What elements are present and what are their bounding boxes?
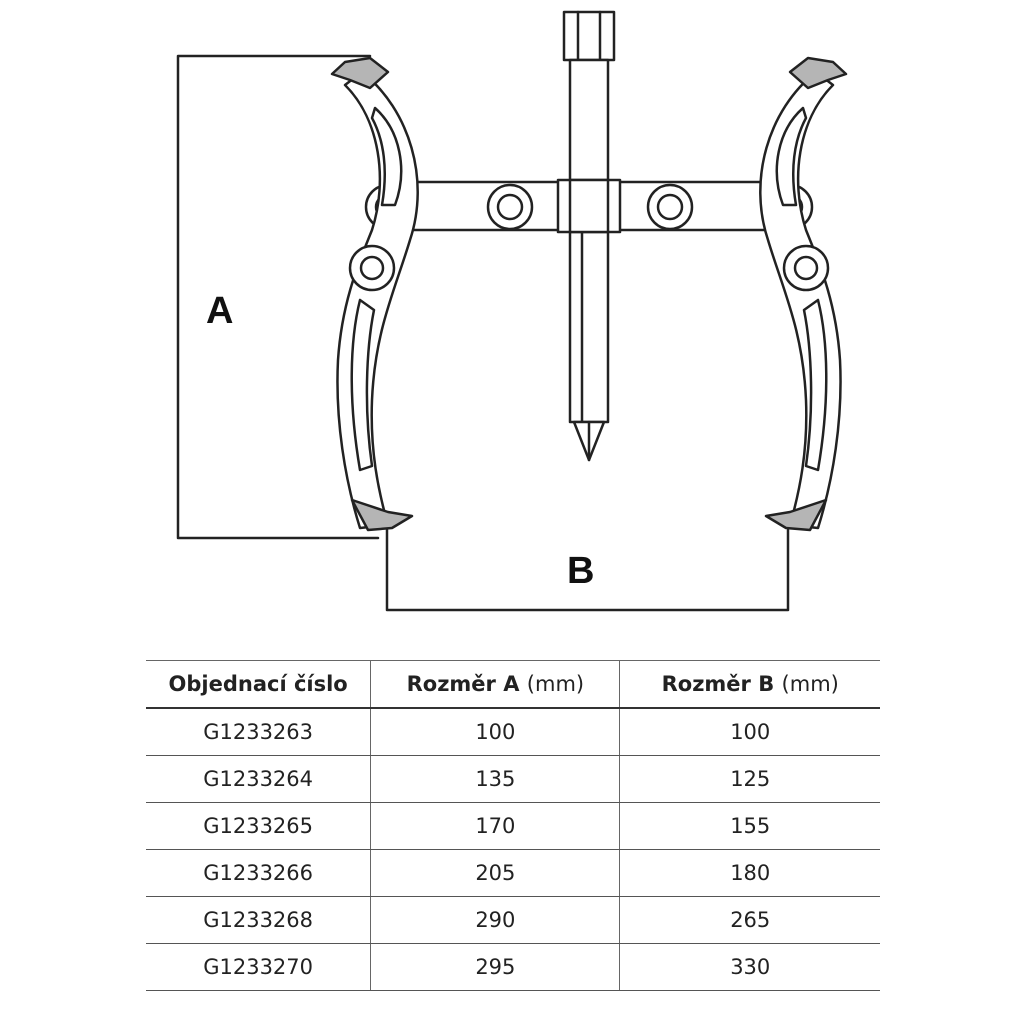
right-top-jaw-tip [788,56,848,90]
dimension-a-cell: 295 [370,943,621,991]
table-row: G1233266 205 180 [146,849,880,897]
order-number-cell: G1233270 [146,943,372,991]
order-number-cell: G1233268 [146,896,372,944]
bolt-icon [486,183,534,231]
dimension-b-cell: 330 [619,943,880,991]
dimension-a-bracket [176,54,380,540]
dimension-b-bracket [385,528,790,612]
dimension-b-cell: 100 [619,708,880,756]
dimension-a-cell: 170 [370,802,621,850]
table-row: G1233265 170 155 [146,802,880,850]
pivot-bolt-icon [782,244,830,292]
dimension-a-cell: 135 [370,755,621,803]
cross-bar [364,178,814,234]
order-number-cell: G1233263 [146,708,372,756]
dimension-b-cell: 265 [619,896,880,944]
table-row: G1233264 135 125 [146,755,880,803]
column-header-dimension-a: Rozměr A (mm) [370,660,621,709]
dimension-a-cell: 205 [370,849,621,897]
puller-drawing [176,10,848,612]
order-number-cell: G1233264 [146,755,372,803]
bolt-icon [646,183,694,231]
left-bottom-jaw-tip [350,498,414,532]
right-bottom-jaw-tip [764,498,828,532]
table-row: G1233263 100 100 [146,708,880,756]
order-number-cell: G1233266 [146,849,372,897]
column-header-dimension-b: Rozměr B (mm) [619,660,880,709]
table-header-row: Objednací číslo Rozměr A (mm) Rozměr B (… [146,660,880,709]
dimension-table: Objednací číslo Rozměr A (mm) Rozměr B (… [146,660,880,991]
table-row: G1233270 295 330 [146,943,880,991]
dimension-b-label: B [567,550,595,592]
table-row: G1233268 290 265 [146,896,880,944]
left-top-jaw-tip [330,56,390,90]
spindle [562,10,616,462]
left-jaw [330,56,419,532]
dimension-b-cell: 180 [619,849,880,897]
dimension-b-cell: 155 [619,802,880,850]
dimension-a-cell: 100 [370,708,621,756]
column-header-order-number: Objednací číslo [146,660,372,709]
right-jaw [759,56,848,532]
order-number-cell: G1233265 [146,802,372,850]
dimension-a-cell: 290 [370,896,621,944]
dimension-b-cell: 125 [619,755,880,803]
pivot-bolt-icon [348,244,396,292]
dimension-a-label: A [206,290,234,332]
